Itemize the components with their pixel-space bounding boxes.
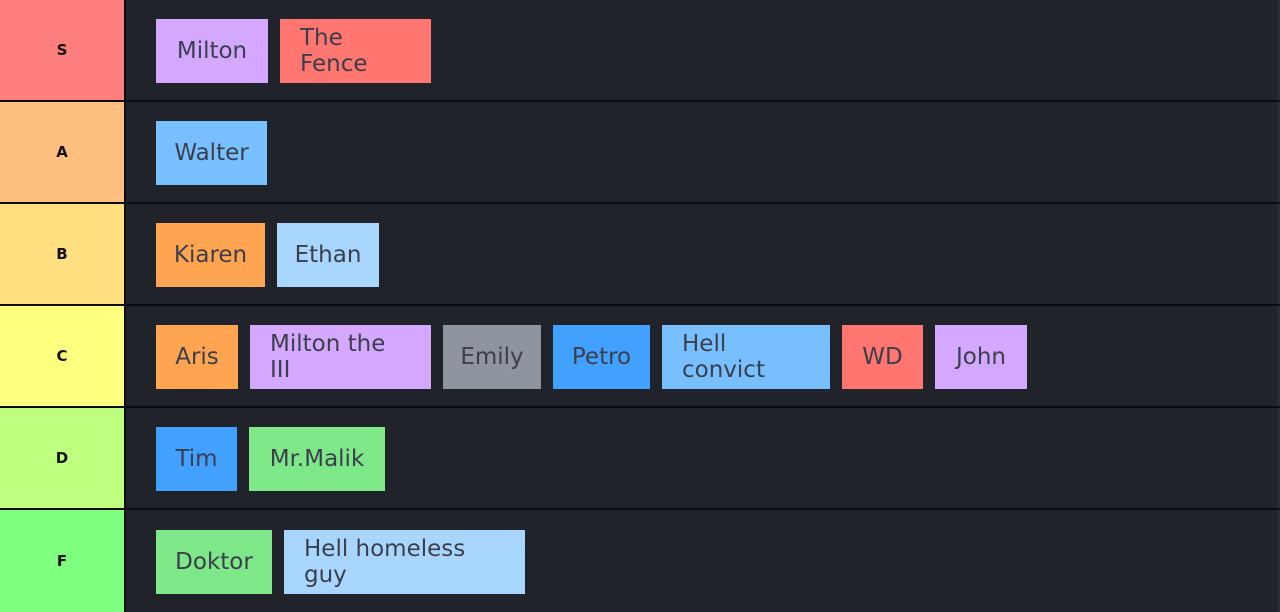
tier-item-tile[interactable]: Walter [156, 121, 267, 185]
tier-label[interactable]: S [0, 0, 126, 100]
tier-items-dropzone[interactable]: Walter [126, 102, 1280, 202]
tier-row-a: A Walter [0, 102, 1280, 204]
tier-item-tile[interactable]: Ethan [277, 223, 379, 287]
tier-item-tile[interactable]: Kiaren [156, 223, 265, 287]
tier-item-tile[interactable]: Milton the III [250, 325, 431, 389]
tier-item-tile[interactable]: Aris [156, 325, 238, 389]
tier-label[interactable]: F [0, 510, 126, 612]
tier-label[interactable]: D [0, 408, 126, 508]
tier-item-tile[interactable]: Milton [156, 19, 268, 83]
tier-item-tile[interactable]: Doktor [156, 530, 272, 594]
tier-label[interactable]: B [0, 204, 126, 304]
tier-label[interactable]: C [0, 306, 126, 406]
tier-item-tile[interactable]: Mr.Malik [249, 427, 385, 491]
tier-item-tile[interactable]: WD [842, 325, 923, 389]
tier-item-tile[interactable]: John [935, 325, 1027, 389]
tier-item-tile[interactable]: The Fence [280, 19, 431, 83]
tier-item-tile[interactable]: Emily [443, 325, 541, 389]
tier-label[interactable]: A [0, 102, 126, 202]
tier-item-tile[interactable]: Hell homeless guy [284, 530, 525, 594]
tier-item-tile[interactable]: Petro [553, 325, 650, 389]
tier-item-tile[interactable]: Hell convict [662, 325, 830, 389]
tier-item-tile[interactable]: Tim [156, 427, 237, 491]
